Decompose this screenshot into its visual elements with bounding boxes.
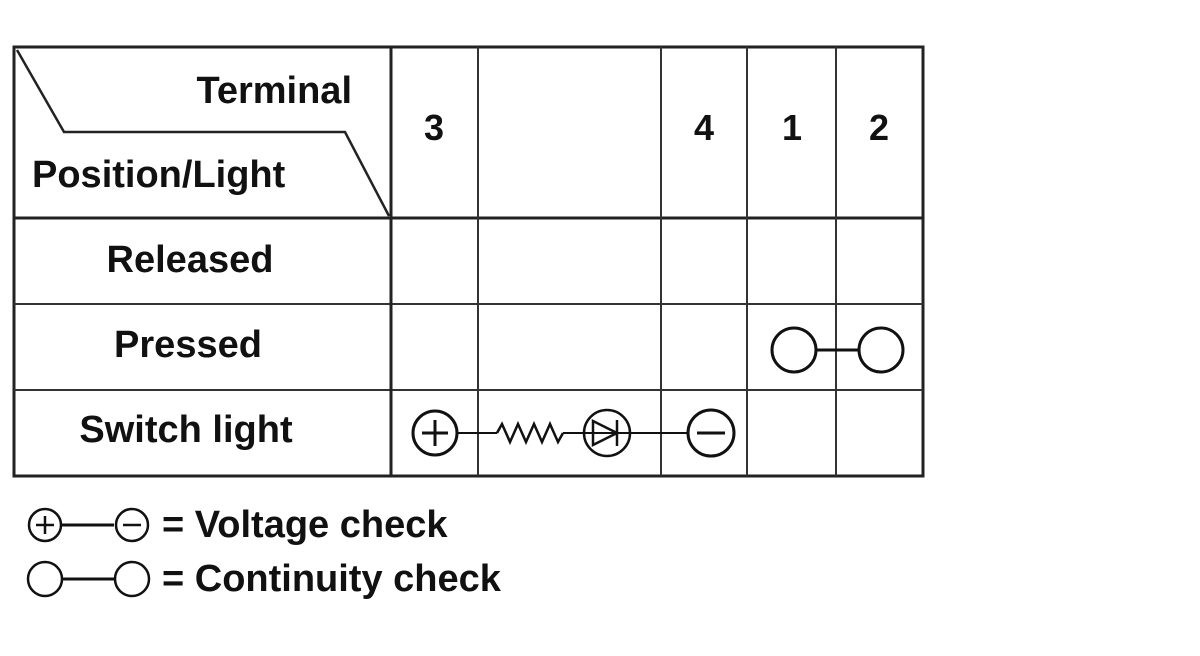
voltage-circuit-symbol	[411, 408, 736, 458]
legend-voltage-check: = Voltage check	[26, 503, 447, 547]
continuity-symbol	[770, 326, 905, 374]
plus-minus-icon	[27, 507, 150, 543]
table-border	[12, 45, 925, 478]
legend-continuity-text: = Continuity check	[162, 557, 501, 600]
legend-continuity-check: = Continuity check	[26, 557, 501, 601]
corner-divider	[15, 49, 391, 217]
terminal-3-label: 3	[424, 107, 444, 148]
continuity-circle-icon	[770, 326, 818, 374]
terminal-label: Terminal	[196, 70, 352, 112]
resistor-icon	[495, 420, 565, 446]
row-label-pressed: Pressed	[114, 324, 262, 366]
terminal-1-label: 1	[782, 107, 802, 148]
position-light-label: Position/Light	[32, 154, 286, 196]
terminal-2-label: 2	[869, 107, 889, 148]
row-label-released: Released	[107, 239, 274, 281]
circle-circle-icon	[26, 560, 151, 598]
legend-voltage-text: = Voltage check	[162, 503, 448, 546]
row-label-switch-light: Switch light	[79, 409, 293, 451]
terminal-4-label: 4	[694, 107, 714, 148]
continuity-circle-icon	[857, 326, 905, 374]
minus-icon	[686, 408, 736, 458]
terminal-table: Terminal Position/Light 3 4 1 2 Released…	[12, 45, 925, 478]
